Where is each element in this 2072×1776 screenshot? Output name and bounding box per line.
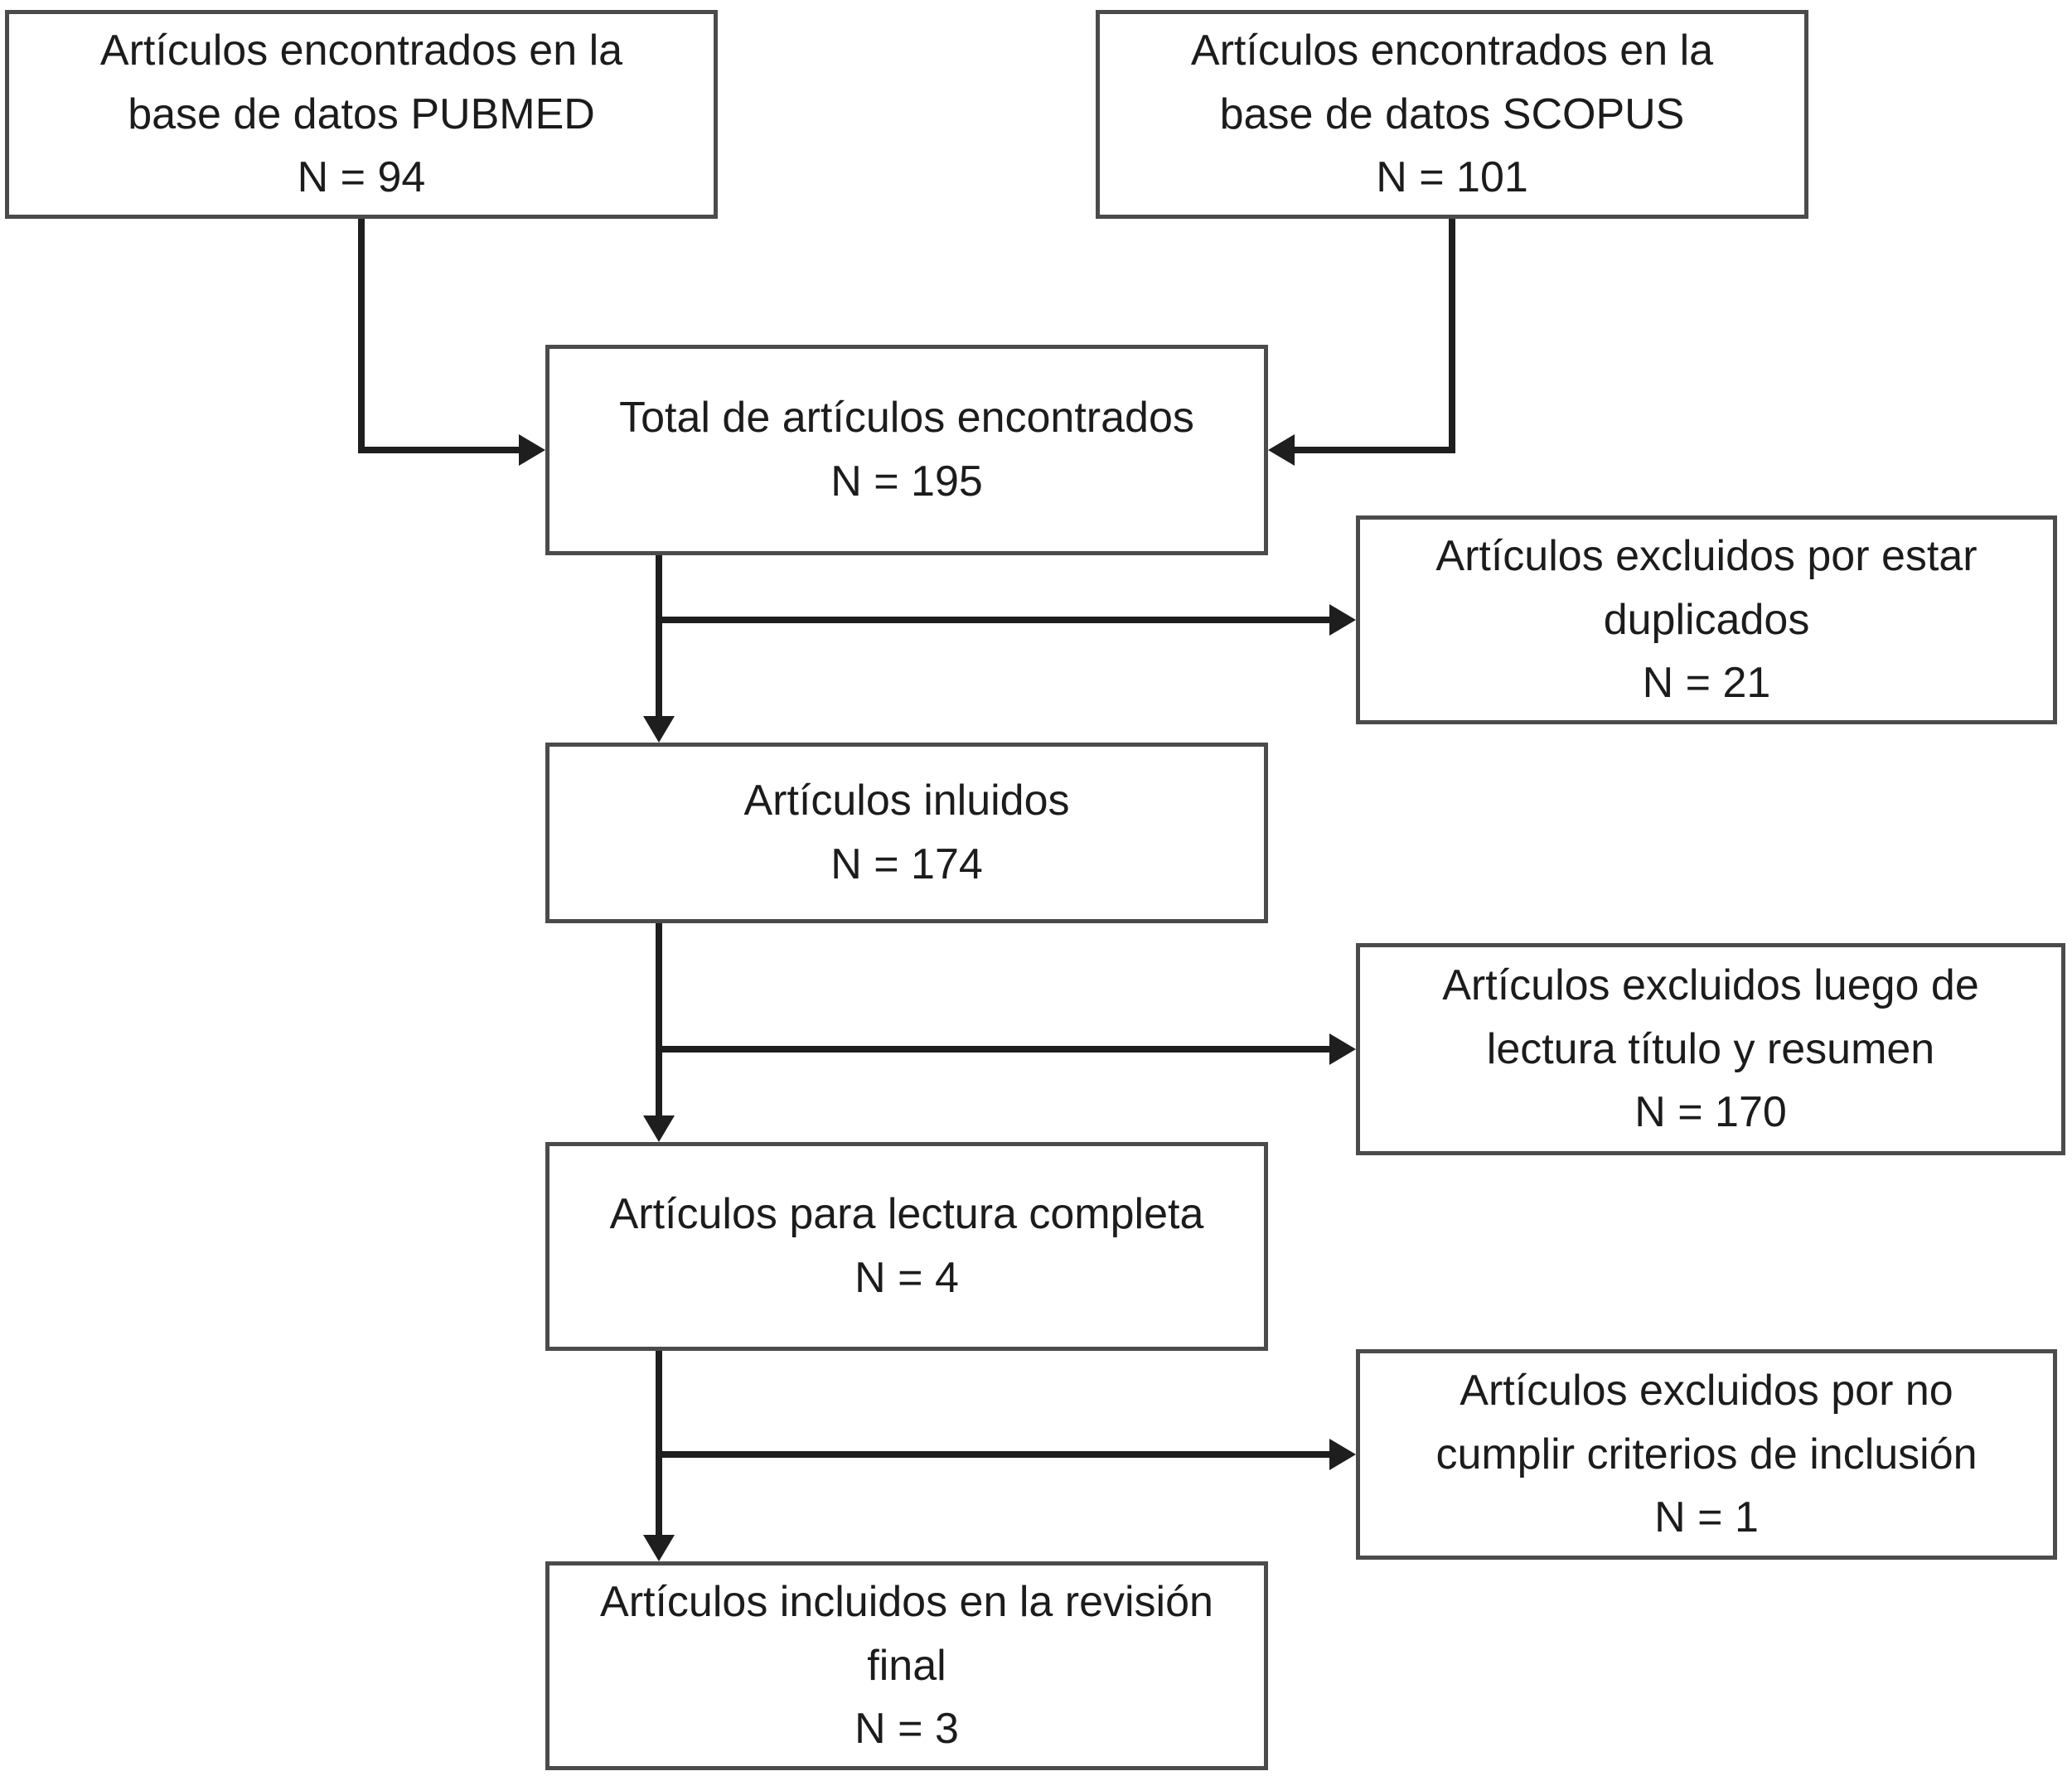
box-label-line: base de datos PUBMED — [128, 90, 595, 138]
connector-branch-criteria — [656, 1451, 1329, 1458]
flowchart-box-scopus: Artículos encontrados en la base de dato… — [1096, 10, 1808, 219]
connector-spine-1 — [656, 555, 662, 719]
box-count: N = 101 — [1376, 153, 1528, 202]
box-count: N = 174 — [830, 840, 983, 888]
box-count: N = 170 — [1634, 1088, 1787, 1137]
box-label-line: lectura título y resumen — [1486, 1024, 1935, 1073]
box-count: N = 94 — [297, 153, 426, 202]
box-label-line: cumplir criterios de inclusión — [1435, 1430, 1978, 1478]
connector-scopus-vertical — [1449, 219, 1455, 453]
box-count: N = 1 — [1654, 1493, 1759, 1542]
connector-scopus-horizontal — [1295, 447, 1455, 453]
flowchart-box-full-text: Artículos para lectura completa N = 4 — [545, 1142, 1268, 1351]
flowchart-box-excluded-title-abstract: Artículos excluidos luego de lectura tít… — [1356, 943, 2065, 1155]
flowchart-box-included: Artículos inluidos N = 174 — [545, 743, 1268, 923]
box-label-line: Total de artículos encontrados — [619, 394, 1194, 443]
flowchart-box-total: Total de artículos encontrados N = 195 — [545, 345, 1268, 555]
box-label-line: Artículos para lectura completa — [609, 1190, 1204, 1239]
box-label-line: Artículos excluidos por no — [1460, 1366, 1953, 1415]
box-label-line: Artículos encontrados en la — [99, 26, 623, 75]
box-label-line: Artículos encontrados en la — [1190, 26, 1714, 75]
box-label-line: Artículos excluidos luego de — [1442, 961, 1979, 1009]
flowchart-box-excluded-duplicates: Artículos excluidos por estar duplicados… — [1356, 515, 2057, 724]
arrowhead-into-total-left — [519, 434, 545, 466]
arrowhead-into-duplicates — [1329, 604, 1356, 636]
box-label-line: final — [867, 1641, 946, 1690]
flowchart-box-pubmed: Artículos encontrados en la base de dato… — [5, 10, 718, 219]
arrowhead-into-title-abstract — [1329, 1033, 1356, 1065]
box-count: N = 4 — [854, 1254, 959, 1302]
arrowhead-into-full-text — [643, 1115, 675, 1142]
box-count: N = 3 — [854, 1705, 959, 1754]
arrowhead-into-final — [643, 1535, 675, 1561]
flowchart-box-excluded-criteria: Artículos excluidos por no cumplir crite… — [1356, 1349, 2057, 1560]
arrowhead-into-criteria — [1329, 1439, 1356, 1470]
connector-branch-duplicates — [656, 617, 1329, 623]
box-label-line: base de datos SCOPUS — [1219, 90, 1685, 138]
arrowhead-into-included — [643, 716, 675, 743]
box-label-line: Artículos inluidos — [743, 777, 1070, 825]
box-label-line: duplicados — [1603, 595, 1810, 644]
box-label-line: Artículos excluidos por estar — [1435, 531, 1978, 580]
box-label-line: Artículos incluidos en la revisión — [600, 1577, 1213, 1626]
box-count: N = 195 — [830, 457, 983, 506]
connector-branch-title-abstract — [656, 1046, 1329, 1053]
connector-spine-2 — [656, 923, 662, 1119]
connector-spine-3 — [656, 1351, 662, 1538]
connector-pubmed-vertical — [358, 219, 365, 453]
arrowhead-into-total-right — [1268, 434, 1295, 466]
flowchart-box-final-review: Artículos incluidos en la revisión final… — [545, 1561, 1268, 1770]
connector-pubmed-horizontal — [358, 447, 519, 453]
box-count: N = 21 — [1642, 659, 1771, 708]
